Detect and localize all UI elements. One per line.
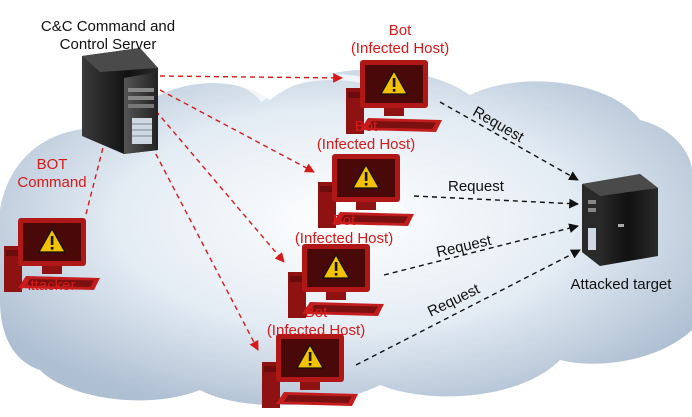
bot2-label-line2: (Infected Host) <box>316 136 416 153</box>
cc-server-icon <box>82 48 158 154</box>
bot1-label-line1: Bot <box>388 22 412 39</box>
bot-command-line2: Command <box>17 174 87 191</box>
bot-command-label: BOT Command <box>0 156 104 192</box>
bot3-label-line2: (Infected Host) <box>294 230 394 247</box>
cc-server-label-line2: Control Server <box>59 36 157 53</box>
bot-command-line1: BOT <box>36 156 68 173</box>
command-lines <box>85 73 343 351</box>
bot4-label-line1: Bot <box>304 304 328 321</box>
request-line-3 <box>383 223 579 276</box>
request-label-2: Request <box>448 178 504 195</box>
target-server-icon <box>582 174 658 266</box>
server-to-bot2-line <box>159 89 315 173</box>
bot1-label: Bot (Infected Host) <box>320 22 480 58</box>
request-line-2 <box>413 195 579 209</box>
attacked-target-label: Attacked target <box>570 276 672 293</box>
bot3-label: Bot (Infected Host) <box>264 212 424 248</box>
bot4-label-line2: (Infected Host) <box>266 322 366 339</box>
request-lines <box>355 101 581 366</box>
bot2-label-line1: Bot <box>354 118 378 135</box>
cc-server-label: C&C Command and Control Server <box>10 18 206 54</box>
cloud-background <box>0 69 692 406</box>
cc-server-label-line1: C&C Command and <box>40 18 176 35</box>
server-to-bot1-line <box>159 73 343 83</box>
request-line-4 <box>355 249 581 366</box>
bot2-label: Bot (Infected Host) <box>286 118 446 154</box>
bot1-label-line2: (Infected Host) <box>350 40 450 57</box>
server-to-bot3-line <box>149 103 285 263</box>
attacker-to-server-line <box>85 135 109 215</box>
bot4-label: Bot (Infected Host) <box>236 304 396 340</box>
bot3-label-line1: Bot <box>332 212 356 229</box>
bot4-computer-icon <box>261 333 359 409</box>
attacker-label: Attacker <box>20 277 76 294</box>
